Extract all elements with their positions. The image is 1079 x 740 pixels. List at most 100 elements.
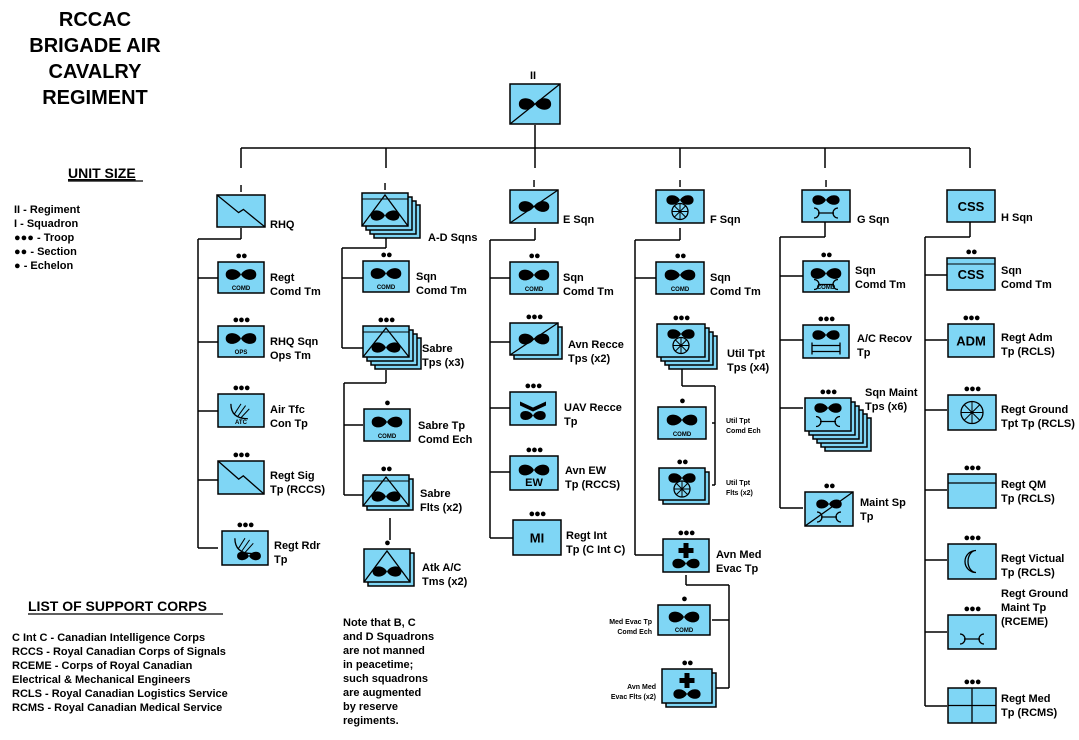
unit-size-indicator: I <box>533 179 536 190</box>
unit-label: Tpt Tp (RCLS) <box>1001 418 1075 430</box>
corps-item: RCMS - Royal Canadian Medical Service <box>12 702 222 714</box>
symbol-text: COMD <box>378 434 397 440</box>
unit-label: Sqn <box>855 265 876 277</box>
unit-label: Comd Tm <box>270 286 321 298</box>
unit-symbol <box>363 548 411 583</box>
unit-node: IG Sqn <box>801 179 890 226</box>
unit-size-indicator: I <box>384 182 387 193</box>
corps-item: Electrical & Mechanical Engineers <box>12 674 191 686</box>
unit-size-indicator: I <box>240 184 243 195</box>
unit-label: F Sqn <box>710 214 741 226</box>
unit-symbol <box>947 614 997 650</box>
unit-symbol: ATC <box>217 393 265 428</box>
symbol-text: MI <box>530 531 544 546</box>
unit-label: Atk A/C <box>422 562 461 574</box>
regiment-node: II <box>509 70 561 125</box>
unit-size-indicator: ●● <box>820 249 832 261</box>
unit-symbol <box>662 538 710 573</box>
unit-symbol: COMD <box>362 260 410 293</box>
unit-label: Air Tfc <box>270 404 305 416</box>
unit-label: Comd Ech <box>726 428 761 435</box>
unit-label: A/C Recov <box>857 333 913 345</box>
unit-size-indicator: ●●● <box>529 508 546 520</box>
unit-symbol <box>362 325 410 358</box>
unit-label: Tps (x2) <box>568 353 611 365</box>
unit-label: RHQ <box>270 219 295 231</box>
unit-size-indicator: ●● <box>823 480 835 492</box>
support-corps-heading: LIST OF SUPPORT CORPS <box>28 598 207 614</box>
unit-label: Sabre <box>422 343 453 355</box>
unit-size-indicator: ●● <box>674 250 686 262</box>
unit-label: (RCEME) <box>1001 616 1048 628</box>
unit-label: Maint Sp <box>860 497 906 509</box>
symbol-text: COMD <box>232 286 251 292</box>
unit-symbol <box>655 189 705 224</box>
unit-label: Sabre Tp <box>418 420 465 432</box>
unit-label: Tp (C Int C) <box>566 544 626 556</box>
symbol-text: ATC <box>235 420 248 426</box>
symbol-text: COMD <box>377 285 396 291</box>
legend-item: II - Regiment <box>14 204 80 216</box>
unit-label: Comd Tm <box>1001 279 1052 291</box>
regiment-size-indicator: II <box>530 70 536 82</box>
symbol-text: COMD <box>525 287 544 293</box>
unit-label: Flts (x2) <box>420 502 463 514</box>
unit-label: E Sqn <box>563 214 594 226</box>
unit-label: Comd Tm <box>563 286 614 298</box>
corps-item: RCEME - Corps of Royal Canadian <box>12 660 193 672</box>
title-line-3: CAVALRY <box>49 61 143 83</box>
unit-symbol <box>947 543 997 580</box>
unit-symbol <box>802 324 850 359</box>
unit-symbol: OPS <box>217 325 265 358</box>
support-corps-list: LIST OF SUPPORT CORPS C Int C - Canadian… <box>12 598 228 714</box>
unit-symbol: COMD <box>802 260 850 293</box>
unit-label: Ops Tm <box>270 350 311 362</box>
unit-label: Tp <box>564 416 578 428</box>
unit-label: Regt Sig <box>270 470 315 482</box>
unit-node: IF Sqn <box>655 179 741 226</box>
unit-label: Tp (RCCS) <box>270 484 325 496</box>
legend-item: ● - Echelon <box>14 260 73 272</box>
unit-symbol <box>509 322 559 356</box>
unit-size-indicator: ●● <box>676 456 688 468</box>
legend-item: I - Squadron <box>14 218 78 230</box>
unit-label: Sqn <box>1001 265 1022 277</box>
unit-label: Med Evac Tp <box>609 619 652 626</box>
corps-item: C Int C - Canadian Intelligence Corps <box>12 632 205 644</box>
connector-lines <box>197 125 971 707</box>
unit-symbol: COMD <box>657 604 711 636</box>
note-line: such squadrons <box>343 673 428 685</box>
unit-label: Comd Tm <box>855 279 906 291</box>
unit-size-indicator: ●●● <box>233 382 250 394</box>
unit-symbol <box>217 460 265 495</box>
unit-label: G Sqn <box>857 214 890 226</box>
unit-symbol <box>947 473 997 509</box>
unit-label: Con Tp <box>270 418 308 430</box>
title-line-1: RCCAC <box>59 9 131 31</box>
unit-symbol <box>221 530 269 566</box>
unit-size-indicator: ●●● <box>964 532 981 544</box>
unit-symbol <box>804 397 852 432</box>
unit-label: Sqn Maint <box>865 387 918 399</box>
symbol-text: COMD <box>675 628 694 634</box>
unit-label: Tp (RCCS) <box>565 479 620 491</box>
unit-label: RHQ Sqn <box>270 336 319 348</box>
note-line: in peacetime; <box>343 659 413 671</box>
unit-label: Tps (x3) <box>422 357 465 369</box>
